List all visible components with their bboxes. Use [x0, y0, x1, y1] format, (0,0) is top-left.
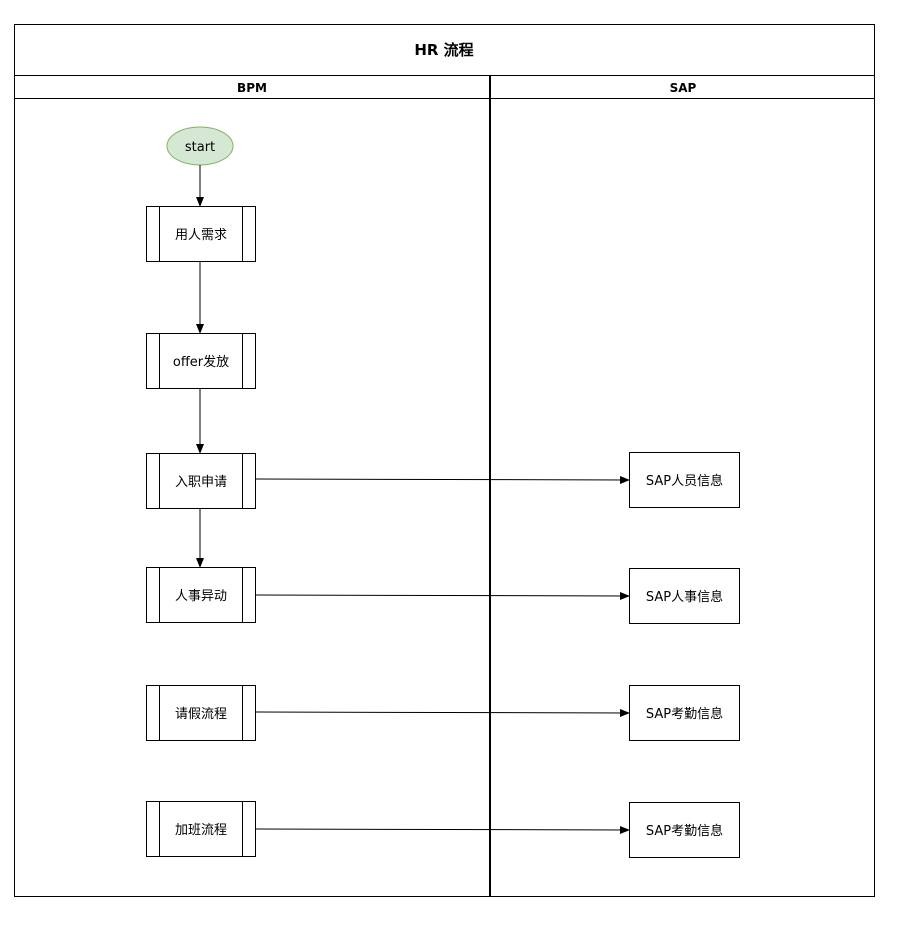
bpm-step-transfer[interactable]: 人事异动 [146, 567, 256, 623]
bpm-step-leave[interactable]: 请假流程 [146, 685, 256, 741]
sap-step-label: SAP人事信息 [646, 589, 723, 605]
bpm-step-onboarding[interactable]: 入职申请 [146, 453, 256, 509]
bpm-step-label: offer发放 [173, 354, 229, 370]
bpm-step-label: 人事异动 [175, 589, 227, 604]
bpm-step-label: 用人需求 [175, 228, 227, 243]
arrow-onboard-to-sap [255, 475, 630, 484]
sap-step-label: SAP考勤信息 [646, 706, 723, 722]
pool-title: HR 流程 [414, 41, 473, 59]
arrow-transfer-to-sap [255, 591, 630, 600]
lane-sap-label: SAP [670, 81, 697, 95]
sap-step-attendance-info-2[interactable]: SAP考勤信息 [629, 802, 740, 858]
sap-step-label: SAP考勤信息 [646, 823, 723, 839]
lane-bpm-label: BPM [237, 81, 267, 95]
sap-step-hr-info[interactable]: SAP人事信息 [629, 568, 740, 624]
bpm-step-label: 请假流程 [175, 707, 227, 722]
bpm-step-offer[interactable]: offer发放 [146, 333, 256, 389]
sap-step-attendance-info[interactable]: SAP考勤信息 [629, 685, 740, 741]
bpm-step-demand[interactable]: 用人需求 [146, 206, 256, 262]
bpm-step-label: 加班流程 [175, 823, 227, 838]
bpm-step-overtime[interactable]: 加班流程 [146, 801, 256, 857]
arrow-leave-to-sap [255, 708, 630, 717]
arrow-overtime-to-sap [255, 825, 630, 834]
sap-step-personnel-info[interactable]: SAP人员信息 [629, 452, 740, 508]
bpm-step-label: 入职申请 [175, 475, 227, 490]
start-event-label: start [185, 140, 215, 155]
pool-border [14, 24, 875, 897]
sap-step-label: SAP人员信息 [646, 473, 723, 489]
